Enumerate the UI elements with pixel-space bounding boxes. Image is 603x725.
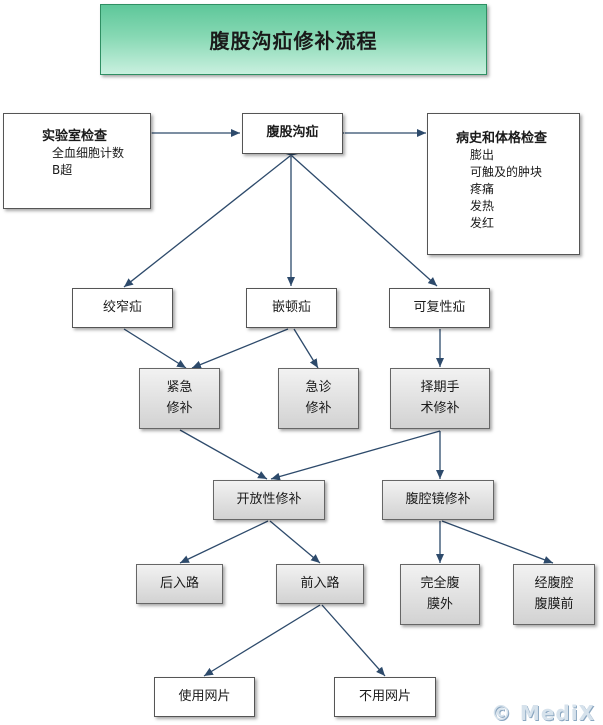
lab-heading: 实验室检查 xyxy=(42,129,108,144)
elective-repair-node: 择期手 术修补 xyxy=(390,368,490,429)
link-hernia-reducible xyxy=(282,147,438,287)
link-open-anterior xyxy=(269,520,321,564)
link-incarcerated-urgent xyxy=(293,328,319,369)
emergency-repair-node: 紧急 修补 xyxy=(139,368,220,429)
urgent-repair-line: 修补 xyxy=(305,400,332,416)
open-repair-node: 开放性修补 xyxy=(213,480,325,520)
history-item: 可触及的肿块 xyxy=(470,165,543,179)
tapp-approach-node: 完全腹 膜外 xyxy=(400,564,480,625)
history-heading: 病史和体格检查 xyxy=(456,131,548,146)
emergency-repair-line: 修补 xyxy=(166,400,193,416)
page-title: 腹股沟疝修补流程 xyxy=(100,4,487,75)
link-incarcerated-emergency xyxy=(191,328,289,369)
reducible-hernia-node: 可复性疝 xyxy=(389,288,490,328)
link-anterior-nomesh xyxy=(321,604,386,677)
tapp-line: 完全腹 xyxy=(420,576,460,592)
hernia-node: 腹股沟疝 xyxy=(242,113,343,154)
urgent-repair-node: 急诊 修补 xyxy=(278,368,359,429)
tep-approach-node: 经腹腔 腹膜前 xyxy=(513,564,595,625)
lab-panel: 实验室检查 全血细胞计数 B超 xyxy=(3,113,151,209)
link-hernia-strangulated xyxy=(123,147,300,288)
history-item: 膨出 xyxy=(470,148,495,162)
with-mesh-node: 使用网片 xyxy=(154,677,255,717)
history-item: 发红 xyxy=(470,216,495,230)
tep-line: 经腹腔 xyxy=(534,576,574,592)
lab-item: B超 xyxy=(52,163,73,177)
link-open-posterior xyxy=(179,520,269,564)
history-item: 发热 xyxy=(470,199,495,213)
posterior-approach-node: 后入路 xyxy=(136,564,223,604)
link-emergency-open xyxy=(179,429,268,480)
link-elective-open xyxy=(270,430,441,481)
anterior-approach-node: 前入路 xyxy=(276,564,364,604)
lab-item: 全血细胞计数 xyxy=(52,146,125,160)
without-mesh-node: 不用网片 xyxy=(334,677,436,717)
incarcerated-hernia-node: 嵌顿疝 xyxy=(246,288,337,328)
tep-line: 腹膜前 xyxy=(534,596,574,612)
elective-repair-line: 择期手 xyxy=(420,380,460,396)
laparoscopic-repair-node: 腹腔镜修补 xyxy=(382,480,494,520)
tapp-line: 膜外 xyxy=(426,596,453,612)
elective-repair-line: 术修补 xyxy=(420,400,460,416)
urgent-repair-line: 急诊 xyxy=(305,380,332,396)
emergency-repair-line: 紧急 xyxy=(166,380,193,396)
link-anterior-mesh xyxy=(203,604,321,677)
link-strangulated-emergency xyxy=(123,328,187,369)
history-panel: 病史和体格检查 膨出 可触及的肿块 疼痛 发热 发红 xyxy=(427,113,580,255)
watermark: © MediX xyxy=(490,701,595,725)
strangulated-hernia-node: 绞窄疝 xyxy=(72,288,173,328)
link-lap-tep xyxy=(441,520,554,564)
history-item: 疼痛 xyxy=(470,182,495,196)
